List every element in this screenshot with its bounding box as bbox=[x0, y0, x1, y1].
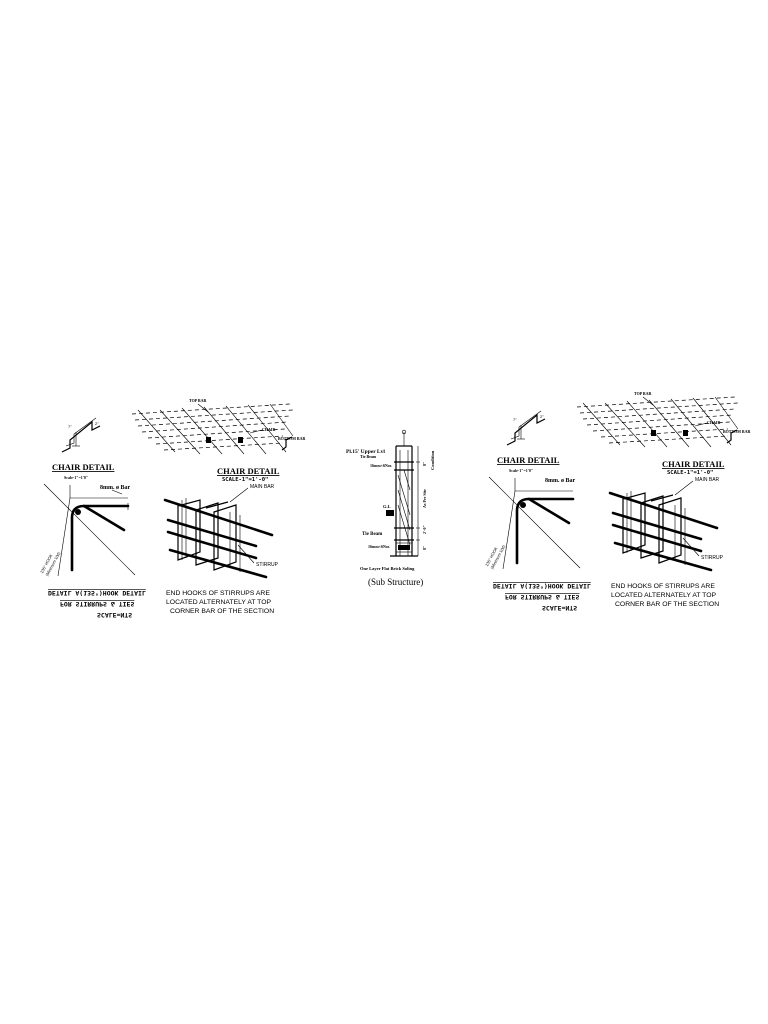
chair-big-scale-right: SCALE-1"=1'-0" bbox=[667, 470, 713, 476]
dim-as-per-site: As Per Site bbox=[422, 489, 427, 508]
rebar-mesh-perspective-right bbox=[576, 396, 739, 448]
hook-title-line3: SCALE=NTS bbox=[97, 611, 132, 619]
end-hooks-note-line1-right: END HOOKS OF STIRRUPS ARE bbox=[611, 583, 715, 590]
hook-title-line1: DETAIL A(135°)HOOK DETAIL bbox=[48, 589, 146, 597]
mesh-chair-label: CHAIR bbox=[262, 427, 275, 432]
condition-label: Condition bbox=[430, 450, 435, 470]
tie-beam-label: Tie Beam bbox=[362, 532, 383, 537]
end-hooks-note-line2-right: LOCATED ALTERNATELY AT TOP bbox=[611, 592, 716, 599]
dim-top: 8" bbox=[422, 462, 427, 466]
sub-structure-section: Pl.15' Upper Lvl Tie Beam 16mm×6Nos G.L … bbox=[346, 429, 435, 587]
right-detail-sheet: 7" 2" CHAIR DETAIL Scale-1"=1'0" bbox=[484, 391, 750, 612]
chair-small-title: CHAIR DETAIL bbox=[52, 462, 115, 472]
end-hooks-note-line2: LOCATED ALTERNATELY AT TOP bbox=[166, 599, 271, 606]
stirrup-cage-perspective-right bbox=[608, 480, 719, 572]
chair-small-sketch-right: 7" 2" bbox=[506, 410, 546, 446]
main-bar-label-right: MAIN BAR bbox=[695, 477, 720, 483]
left-detail-sheet: 7" 2" CHAIR DETAIL Scale-1"=1'0" bbox=[39, 398, 305, 619]
mesh-top-bar-label: TOP BAR bbox=[189, 398, 206, 403]
mesh-bottom-bar-label: BOTTOM BAR bbox=[278, 436, 305, 441]
mesh-bottom-bar-label-right: BOTTOM BAR bbox=[723, 429, 750, 434]
rebar-mesh-perspective bbox=[131, 403, 294, 455]
chair-small-sketch: 7" 2" bbox=[61, 417, 101, 453]
mesh-top-bar-label-right: TOP BAR bbox=[634, 391, 651, 396]
hook-detail-drawing bbox=[43, 483, 136, 577]
svg-text:2": 2" bbox=[95, 421, 99, 426]
chair-small-scale-right: Scale-1"=1'0" bbox=[509, 468, 533, 473]
ground-level-label: G.L bbox=[383, 504, 391, 509]
sub-structure-title: (Sub Structure) bbox=[368, 577, 423, 587]
end-hooks-note-line3: CORNER BAR OF THE SECTION bbox=[170, 608, 274, 615]
chair-big-title-right: CHAIR DETAIL bbox=[662, 459, 725, 469]
hook-title-line1-right: DETAIL A(135°)HOOK DETAIL bbox=[493, 582, 591, 590]
hook-bar-label-right: 8mm. ø Bar bbox=[545, 478, 575, 484]
svg-text:7": 7" bbox=[68, 424, 72, 429]
stirrup-cage-perspective bbox=[163, 487, 274, 579]
hook-detail-drawing-right bbox=[488, 476, 581, 570]
hook-title-line2: FOR STIRRUPS & TIES bbox=[60, 600, 134, 608]
chair-small-title-right: CHAIR DETAIL bbox=[497, 455, 560, 465]
main-bar-label: MAIN BAR bbox=[250, 484, 275, 490]
end-hooks-note-line3-right: CORNER BAR OF THE SECTION bbox=[615, 601, 719, 608]
bar-note-top: 16mm×6Nos bbox=[370, 463, 392, 468]
hook-title-line3-right: SCALE=NTS bbox=[542, 604, 577, 612]
svg-text:7": 7" bbox=[513, 417, 517, 422]
end-hooks-note-line1: END HOOKS OF STIRRUPS ARE bbox=[166, 590, 270, 597]
svg-text:2": 2" bbox=[540, 414, 544, 419]
dim-bottom: 8" bbox=[422, 546, 427, 550]
hook-bar-label: 8mm. ø Bar bbox=[100, 485, 130, 491]
plinth-level-label: Pl.15' Upper Lvl bbox=[346, 449, 385, 455]
soling-note: One Layer Flat Brick Soling bbox=[360, 566, 415, 571]
hook-title-line2-right: FOR STIRRUPS & TIES bbox=[505, 593, 579, 601]
chair-big-title: CHAIR DETAIL bbox=[217, 466, 280, 476]
bar-note-bottom: 16mm×6Nos bbox=[368, 544, 390, 549]
tie-beam-top-label: Tie Beam bbox=[360, 454, 377, 459]
dim-2ft: 2'-0" bbox=[422, 525, 427, 534]
stirrup-label: STIRRUP bbox=[256, 562, 279, 568]
stirrup-label-right: STIRRUP bbox=[701, 555, 724, 561]
chair-small-scale: Scale-1"=1'0" bbox=[64, 475, 88, 480]
chair-big-scale: SCALE-1"=1'-0" bbox=[222, 477, 268, 483]
mesh-chair-label-right: CHAIR bbox=[707, 420, 720, 425]
